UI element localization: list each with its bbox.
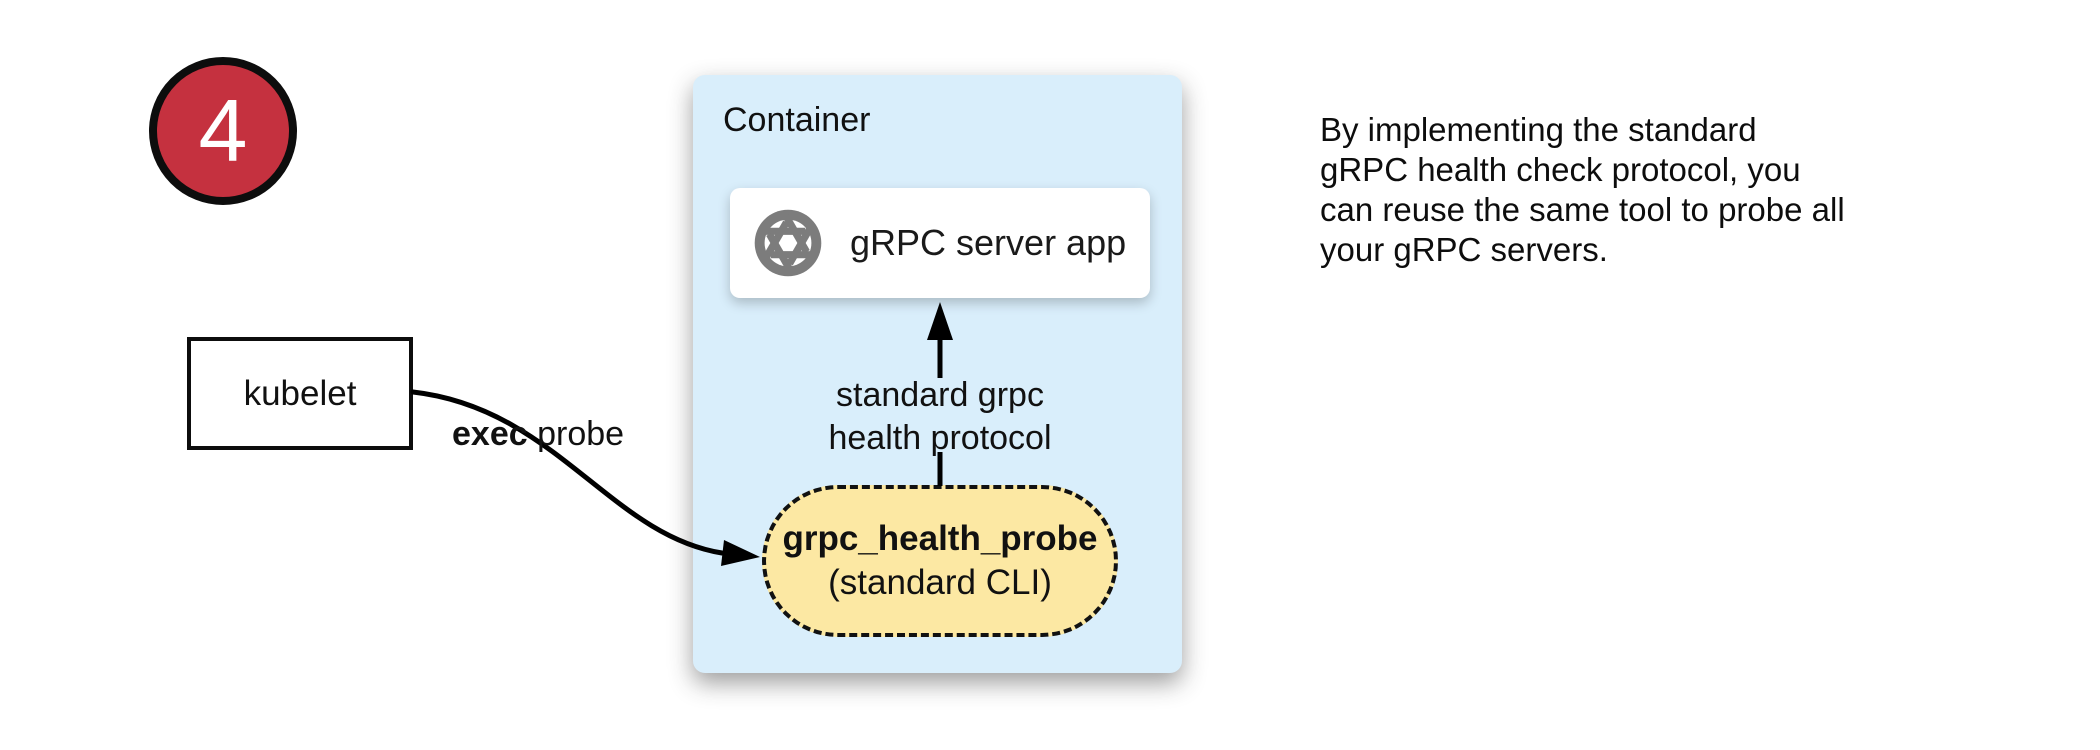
health-protocol-label: standard grpc health protocol — [828, 376, 1052, 457]
kubelet-node: kubelet — [187, 337, 413, 450]
step-badge: 4 — [149, 57, 297, 205]
kubelet-label: kubelet — [243, 373, 357, 413]
step-number: 4 — [198, 81, 248, 180]
exec-probe-label: exec probe — [452, 415, 624, 454]
aperture-icon — [752, 207, 824, 279]
grpc-server-node: gRPC server app — [730, 188, 1150, 298]
container-label: Container — [723, 101, 871, 139]
exec-probe-label-rest: probe — [527, 415, 625, 453]
note-text: By implementing the standard gRPC health… — [1320, 111, 1845, 268]
probe-subtitle: (standard CLI) — [828, 563, 1052, 602]
probe-title: grpc_health_probe — [782, 519, 1098, 558]
grpc-server-label: gRPC server app — [850, 222, 1127, 263]
exec-probe-label-bold: exec — [452, 415, 528, 453]
container-group: Container gRPC server app — [693, 75, 1182, 673]
grpc-health-probe-node: grpc_health_probe (standard CLI) — [762, 485, 1118, 637]
